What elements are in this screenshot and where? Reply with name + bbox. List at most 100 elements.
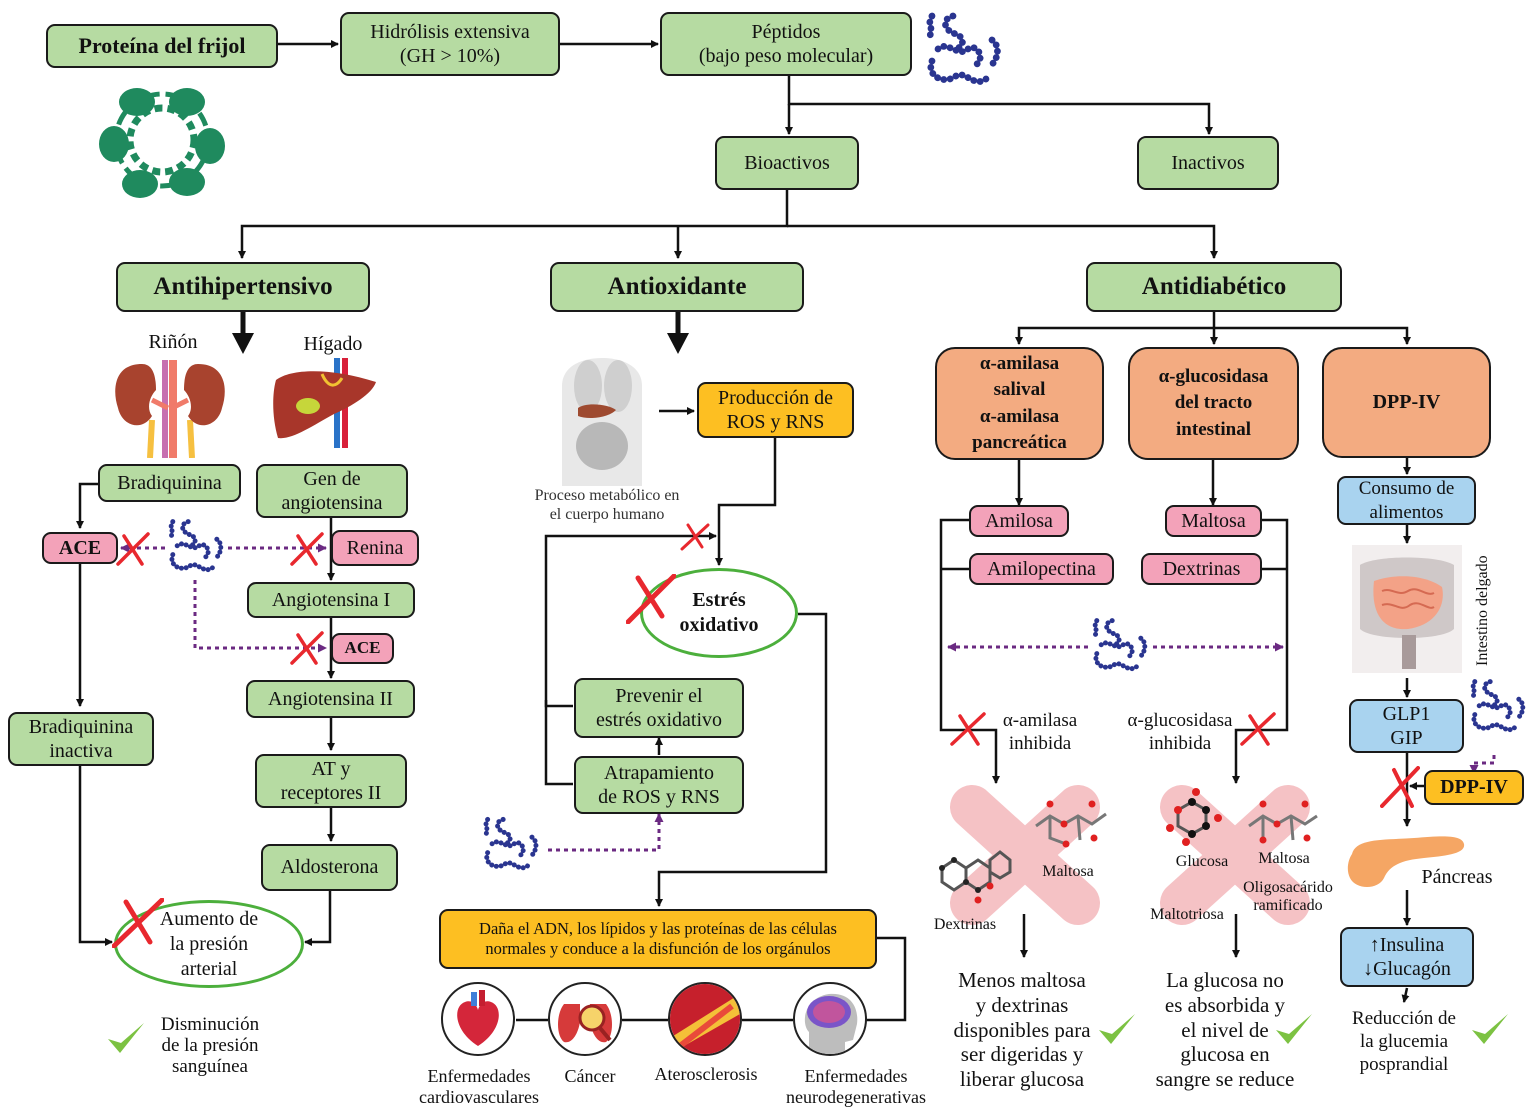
glycemia-result-line: Reducción de [1352, 1008, 1456, 1029]
dextrins-box: Dextrinas [1141, 553, 1262, 585]
body-caption: Proceso metabólico en el cuerpo humano [514, 486, 700, 524]
mol-dextrins-label: Dextrinas [933, 916, 997, 933]
amylose-box: Amilosa [969, 505, 1069, 537]
amylase-inhibited-label: α-amilasa inhibida [990, 710, 1090, 756]
dppiv-enzyme-box: DPP-IV [1424, 770, 1524, 805]
glucosidase-result-line: sangre se reduce [1155, 1067, 1295, 1092]
amylase-result-line: disponibles para [953, 1017, 1091, 1042]
human-body-icon [562, 358, 642, 486]
disease-label-line: Enfermedades [804, 1066, 908, 1086]
incretins-line: GLP1 [1382, 702, 1431, 725]
heart-icon [441, 982, 515, 1056]
mol-maltose-label: Maltosa [1258, 850, 1310, 867]
check-icon [1276, 1014, 1312, 1044]
angiotensin-1-label: Angiotensina I [271, 588, 391, 611]
glucosidase-result-line: La glucosa no [1166, 968, 1284, 992]
hormones-line: ↓Glucagón [1363, 958, 1451, 980]
oxidative-stress-line: Estrés [692, 589, 746, 611]
peptide-chain-icon [1092, 618, 1148, 672]
dppiv-label: DPP-IV [1372, 391, 1441, 414]
glucosidase-result-text: La glucosa no es absorbida y el nivel de… [1140, 968, 1310, 1092]
pancreas-icon [1347, 836, 1465, 887]
peptide-chain-icon [925, 12, 1001, 85]
inhibition-cross-icon [290, 532, 324, 566]
renin-box: Renina [331, 530, 419, 566]
prevent-stress-line: estrés oxidativo [595, 709, 723, 731]
bp-increase-line: arterial [180, 957, 238, 980]
amylase-line: α-amilasa [979, 353, 1060, 375]
glucosidase-inhibited-line: α-glucosidasa [1127, 710, 1233, 731]
body-caption-line: el cuerpo humano [549, 506, 665, 524]
disease-label: Aterosclerosis [644, 1064, 768, 1086]
ros-production-line: Producción de [718, 386, 833, 409]
antidiabetic-header: Antidiabético [1086, 262, 1342, 312]
mol-oligosaccharide-line: Oligosacárido [1243, 879, 1333, 896]
glucosidase-line: α-glucosidasa [1158, 366, 1269, 388]
prevent-stress-line: Prevenir el [615, 684, 703, 707]
mol-oligosaccharide-line: ramificado [1253, 896, 1323, 914]
check-icon [108, 1023, 144, 1053]
cell-damage-line: Daña el ADN, los lípidos y las proteínas… [479, 918, 837, 938]
molecule-icon [939, 850, 1012, 904]
inhibition-cross-icon [1380, 766, 1420, 808]
glucosidase-line: intestinal [1176, 418, 1251, 440]
angiotensinogen-line: Gen de [303, 467, 361, 490]
cell-damage-line: normales y conduce a la disfunción de lo… [485, 939, 831, 958]
inhibition-cross-icon [116, 532, 150, 566]
amylase-result-line: y dextrinas [975, 992, 1069, 1017]
inhibition-cross-icon [290, 631, 324, 665]
hydrolysis-degree: (GH > 10%) [399, 45, 501, 67]
disease-label: Enfermedades cardiovasculares [406, 1066, 552, 1107]
antioxidant-label: Antioxidante [607, 272, 747, 300]
glycemia-result-text: Reducción de la glucemia posprandial [1334, 1008, 1474, 1076]
bioactive-label: Bioactivos [744, 151, 830, 174]
peptides-subtitle: (bajo peso molecular) [698, 45, 874, 67]
hormones-line: ↑Insulina [1369, 933, 1445, 956]
bp-result-line: sanguínea [172, 1055, 248, 1077]
antihypertensive-header: Antihipertensivo [116, 262, 370, 312]
bean-protein-box: Proteína del frijol [46, 24, 278, 68]
amylopectin-box: Amilopectina [969, 553, 1114, 585]
bp-result-text: Disminución de la presión sanguínea [140, 1014, 280, 1078]
ace-box-left: ACE [42, 532, 118, 564]
disease-label-line: Aterosclerosis [654, 1064, 758, 1084]
amylose-label: Amilosa [985, 509, 1053, 532]
small-intestine-icon [1352, 545, 1462, 673]
antihypertensive-label: Antihipertensivo [153, 272, 333, 300]
food-intake-line: Consumo de [1358, 478, 1455, 500]
hydrolysis-line: Hidrólisis extensiva [370, 20, 530, 43]
bp-increase-line: Aumento de [159, 907, 259, 930]
mol-maltose-label: Maltosa [1042, 863, 1094, 880]
dppiv-enzyme-label: DPP-IV [1440, 776, 1508, 799]
glucosidase-result-line: es absorbida y [1164, 992, 1286, 1017]
mol-glucose-label: Glucosa [1175, 853, 1229, 870]
angiotensin-2-box: Angiotensina II [246, 680, 415, 718]
glucosidase-box: α-glucosidasa del tracto intestinal [1128, 347, 1299, 460]
ros-scavenging-line: de ROS y RNS [598, 786, 720, 808]
aldosterone-box: Aldosterona [261, 844, 398, 891]
bradykinin-box: Bradiquinina [98, 464, 241, 502]
amylopectin-label: Amilopectina [987, 557, 1096, 580]
bp-result-line: de la presión [161, 1034, 259, 1056]
artery-plaque-icon [668, 982, 742, 1056]
renin-label: Renina [346, 536, 404, 559]
check-icon [1472, 1014, 1508, 1044]
disease-label-line: cardiovasculares [419, 1086, 539, 1107]
inhibition-cross-icon [626, 574, 676, 624]
amylase-box: α-amilasa salival α-amilasa pancreática [935, 347, 1104, 460]
incretins-line: GIP [1390, 727, 1423, 749]
glucosidase-result-line: el nivel de [1181, 1017, 1269, 1042]
intestine-label: Intestino delgado [1474, 555, 1491, 666]
body-caption-line: Proceso metabólico en [534, 487, 680, 504]
ros-production-line: ROS y RNS [726, 411, 825, 433]
